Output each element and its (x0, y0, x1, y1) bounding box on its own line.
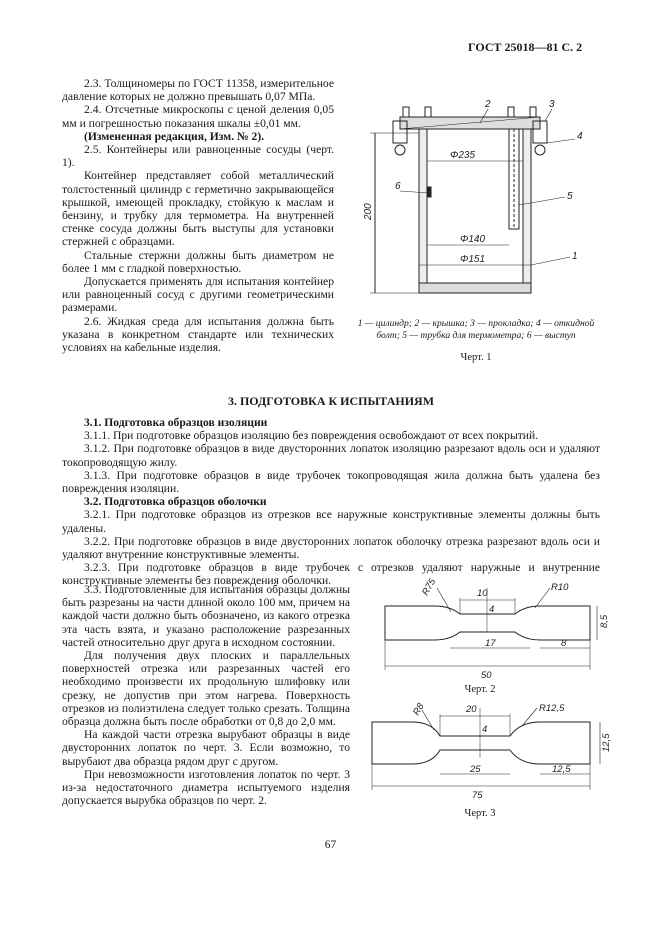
paragraph-3-2-2: 3.2.2. При подготовке образцов в виде дв… (62, 534, 600, 562)
subsection-3-2-title: 3.2. Подготовка образцов оболочки (84, 495, 267, 509)
fig2-radius-75: R75 (420, 578, 439, 598)
fig2-dim-width: 4 (489, 604, 494, 615)
fig1-dim-200: 200 (363, 203, 374, 221)
paragraph-3-1-1: 3.1.1. При подготовке образцов изоляцию … (84, 429, 539, 443)
fig1-dim-235: Φ235 (450, 150, 475, 161)
section-3-title: 3. ПОДГОТОВКА К ИСПЫТАНИЯМ (227, 394, 435, 408)
paragraph-3-2-1: 3.2.1. При подготовке образцов из отрезк… (62, 508, 600, 535)
fig2-dim-height: 8,5 (599, 614, 610, 628)
paragraph-container: Контейнер представляет собой металлическ… (62, 169, 334, 249)
paragraph-3-2-3: 3.2.3. При подготовке образцов в виде тр… (62, 561, 600, 588)
fig2-dim-end: 8 (561, 638, 567, 649)
paragraph-3-1-3: 3.1.3. При подготовке образцов в виде тр… (62, 468, 600, 496)
paragraph-cutting: На каждой части отрезка вырубают образцы… (62, 728, 350, 768)
fig1-dim-140: Φ140 (460, 234, 485, 245)
fig3-dim-width: 4 (482, 724, 487, 735)
fig3-dim-height: 12,5 (601, 733, 612, 752)
paragraph-2-6: 2.6. Жидкая среда для испытания должна б… (62, 314, 334, 355)
page-number: 67 (324, 839, 337, 851)
fig2-dim-top: 10 (477, 588, 488, 599)
paragraph-grinding: Для получения двух плоских и параллельны… (62, 649, 350, 729)
fig3-dim-top: 20 (465, 704, 477, 715)
fig3-radius-8: R8 (411, 702, 427, 718)
paragraph-3-3: 3.3. Подготовленные для испытания образц… (62, 583, 350, 649)
paragraph-rods: Стальные стержни должны быть диаметром н… (62, 248, 334, 275)
fig3-dim-middle: 25 (469, 764, 481, 775)
fig2-dim-total: 50 (481, 670, 492, 681)
figure-3-dumbbell: R8 R12,5 20 4 12,5 25 12,5 75 (371, 702, 612, 801)
paragraph-3-1-2: 3.1.2. При подготовке образцов в виде дв… (62, 442, 600, 469)
section-3-body: 3.1. Подготовка образцов изоляции 3.1.1.… (62, 416, 600, 588)
figure-3-caption: Черт. 3 (464, 808, 496, 819)
paragraph-alternative: Допускается применять для испытания конт… (62, 275, 334, 315)
fig1-label-1: 1 (572, 251, 578, 262)
left-column-top: 2.3. Толщиномеры по ГОСТ 11358, измерите… (62, 77, 334, 354)
subsection-3-1-title: 3.1. Подготовка образцов изоляции (84, 416, 268, 429)
left-column-bottom: 3.3. Подготовленные для испытания образц… (62, 583, 350, 807)
page-header: ГОСТ 25018—81 С. 2 (468, 40, 583, 54)
fig3-dim-total: 75 (472, 790, 483, 801)
fig1-label-2: 2 (484, 99, 491, 110)
figure-2-caption: Черт. 2 (464, 684, 496, 695)
fig2-dim-middle: 17 (485, 638, 496, 649)
fig1-dim-151: Φ151 (460, 254, 485, 265)
fig1-label-3: 3 (549, 99, 555, 110)
paragraph-2-5: 2.5. Контейнеры или равноценные сосуды (… (62, 143, 334, 170)
paragraph-2-3: 2.3. Толщиномеры по ГОСТ 11358, измерите… (62, 77, 334, 104)
figure-1-legend: 1 — цилиндр; 2 — крышка; 3 — прокладка; … (357, 318, 595, 341)
figure-1-caption: Черт. 1 (460, 352, 492, 363)
paragraph-alt-cutting: При невозможности изготовления лопаток п… (62, 767, 350, 808)
figure-1-container-drawing: 2 3 4 5 1 6 Φ235 Φ140 Φ151 200 (363, 99, 583, 294)
fig2-radius-10: R10 (551, 582, 569, 593)
figure-2-dumbbell: R75 R10 10 4 8,5 17 8 50 (384, 578, 610, 681)
paragraph-amendment: (Измененная редакция, Изм. № 2). (84, 129, 265, 143)
paragraph-2-4: 2.4. Отсчетные микроскопы с ценой делени… (62, 103, 334, 130)
fig1-label-5: 5 (567, 191, 573, 202)
fig1-label-4: 4 (577, 131, 583, 142)
fig3-radius-12-5: R12,5 (539, 703, 565, 714)
fig1-label-6: 6 (395, 181, 401, 192)
fig3-dim-end: 12,5 (552, 764, 571, 775)
